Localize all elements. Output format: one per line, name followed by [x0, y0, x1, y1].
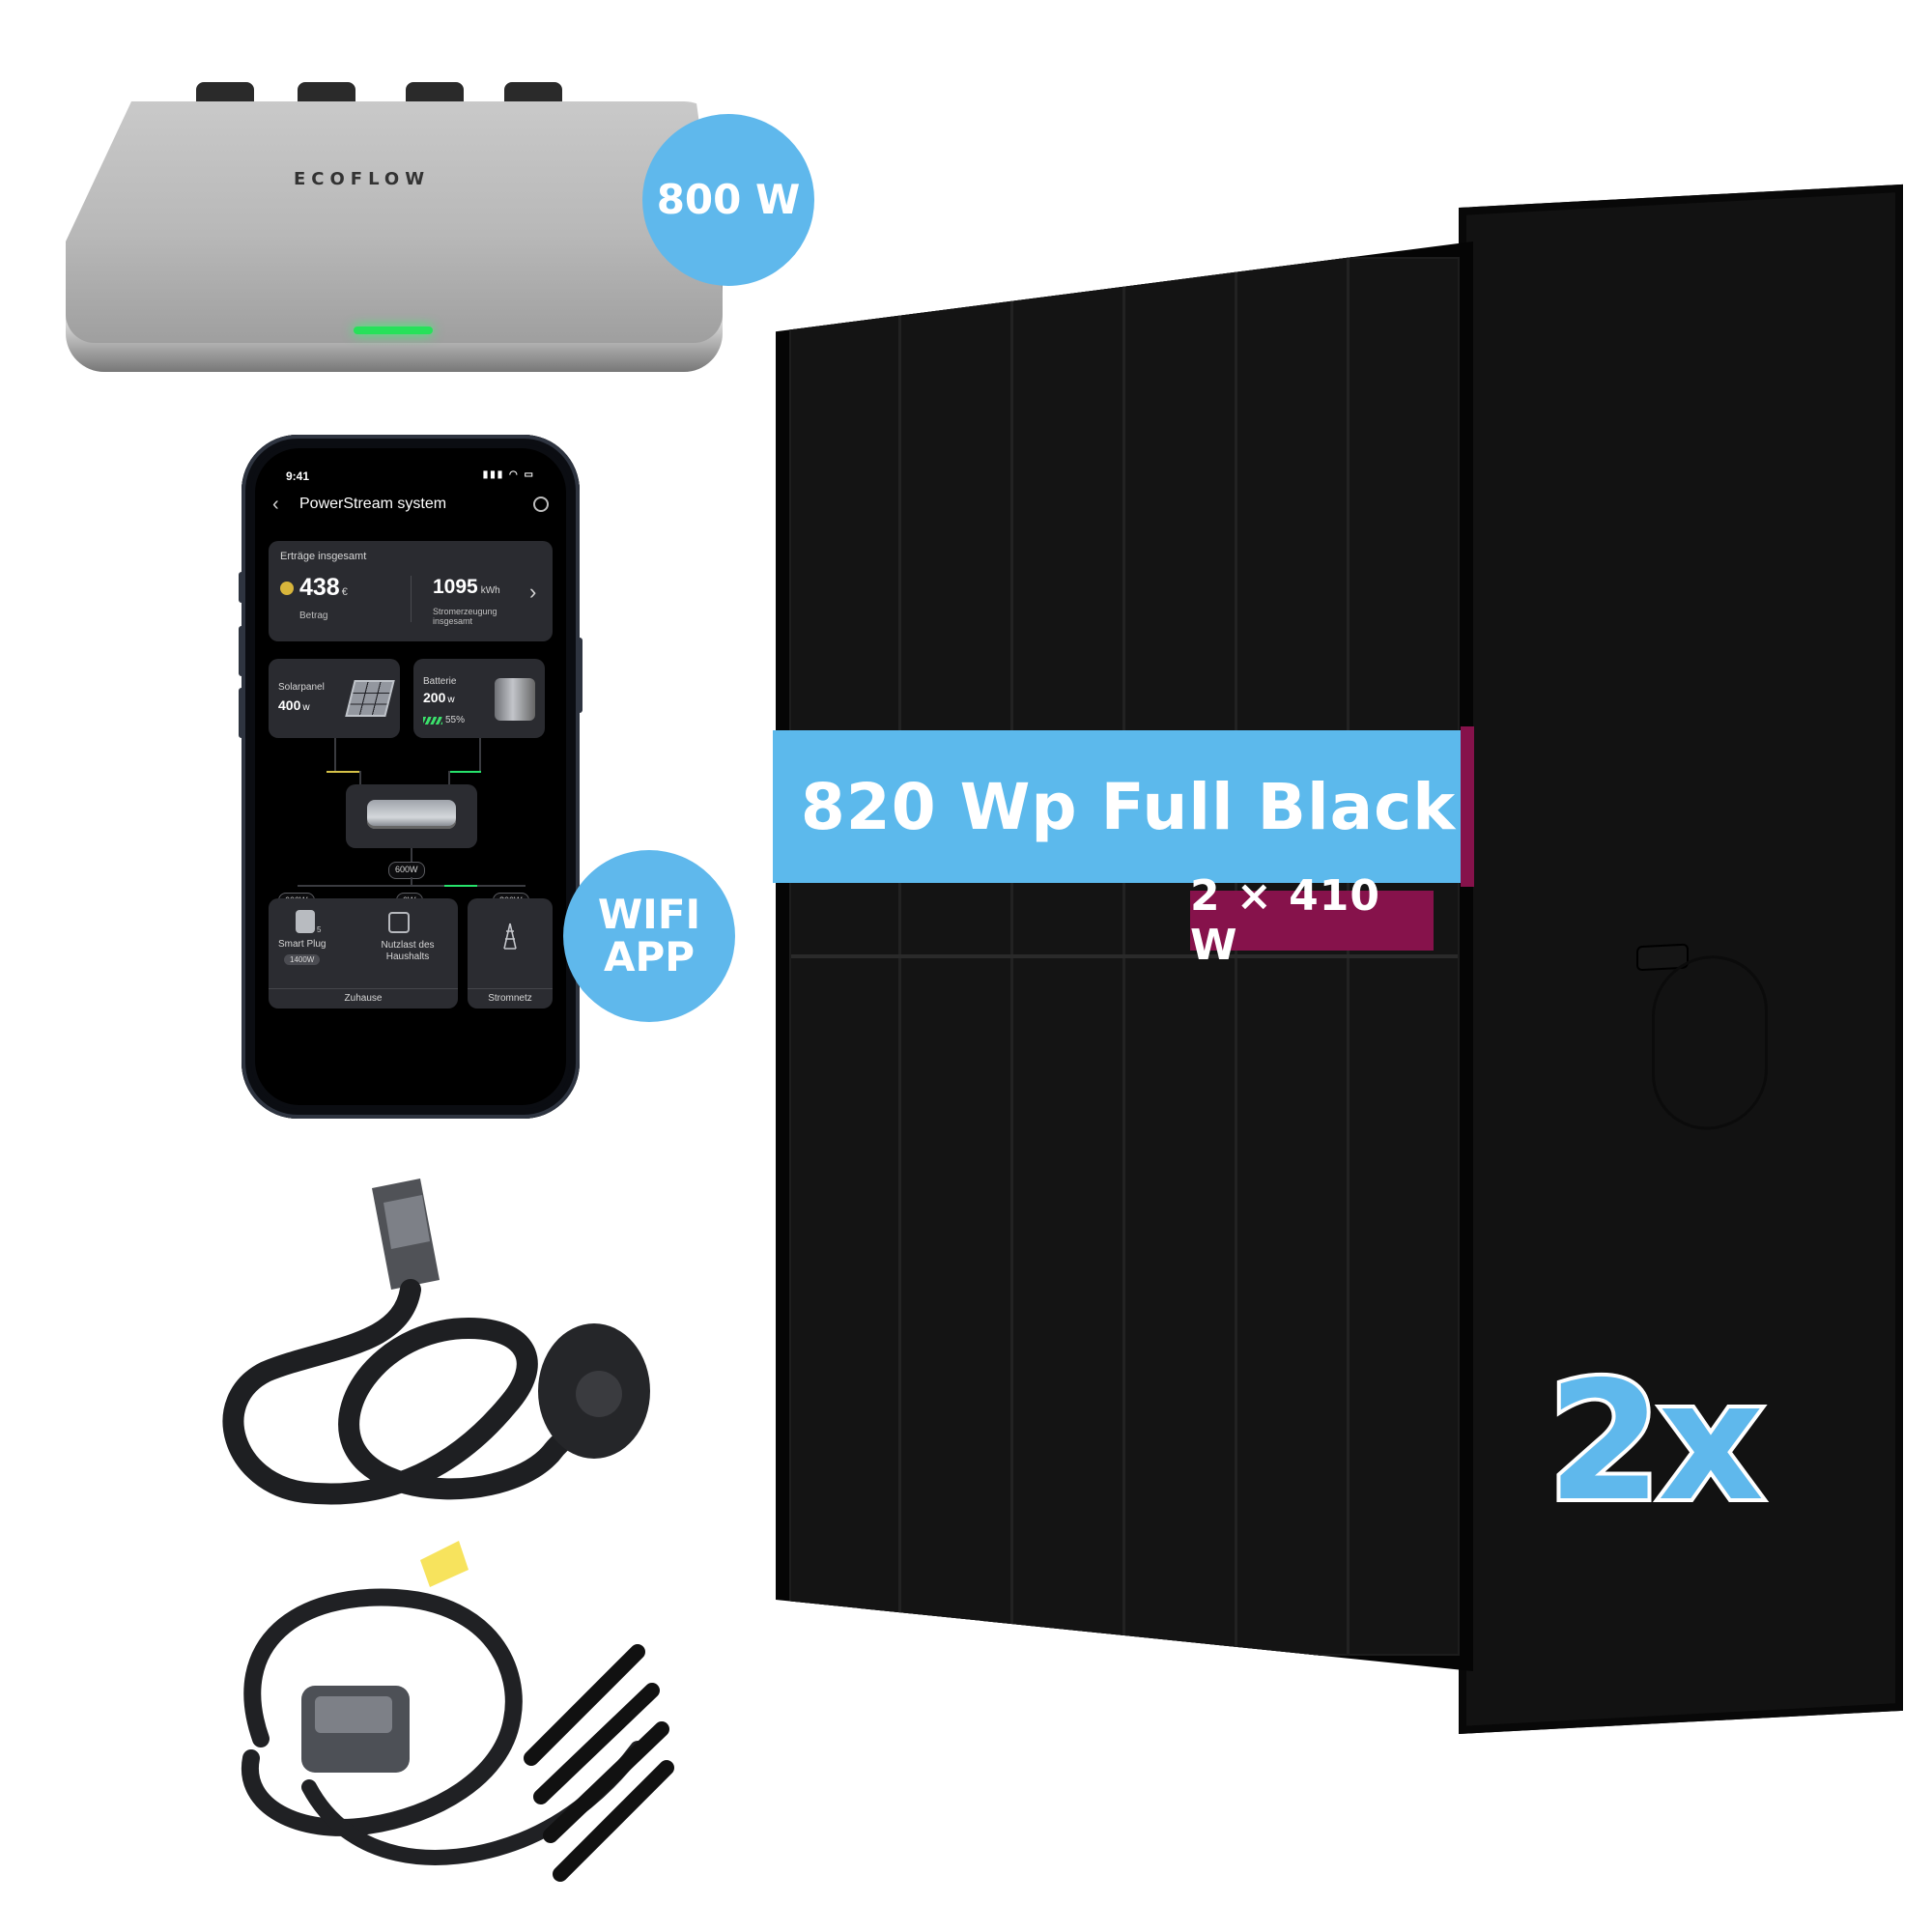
product-sub-label: 2 × 410 W — [1190, 871, 1434, 970]
earnings-amount-unit: € — [341, 586, 348, 598]
power-badge: 800 W — [642, 114, 814, 286]
app-header: ‹ PowerStream system — [272, 495, 549, 514]
chevron-right-icon[interactable]: › — [529, 580, 537, 604]
product-title-accent — [1461, 726, 1474, 887]
grid-card[interactable]: Stromnetz — [468, 898, 553, 1009]
smart-plug-icon — [296, 910, 315, 933]
flow-line-solar-down — [359, 771, 361, 784]
flow-line-battery — [479, 738, 481, 771]
mc4-connector-4 — [553, 1760, 674, 1882]
earnings-amount-value: 438 — [299, 574, 340, 601]
battery-percent: 55% — [445, 715, 466, 725]
wifi-app-badge: WIFI APP — [563, 850, 735, 1022]
flow-line-solar — [334, 738, 336, 771]
phone-volume-up-button — [239, 626, 244, 676]
production-amount: 1095 kWh — [433, 576, 500, 599]
product-title-label: 820 Wp Full Black — [773, 730, 1474, 883]
coin-icon — [280, 582, 294, 595]
phone-power-button — [577, 638, 582, 713]
household-load-icon — [388, 912, 410, 933]
solar-panel-front — [776, 242, 1473, 1671]
solar-connector-face — [315, 1696, 392, 1733]
flow-line-bus — [298, 885, 526, 887]
gear-icon[interactable] — [533, 497, 549, 512]
grid-tower-icon — [503, 923, 517, 950]
battery-value-unit: w — [447, 695, 455, 705]
inverter-card[interactable] — [346, 784, 477, 848]
earnings-title: Erträge insgesamt — [280, 551, 367, 562]
flow-line-branch — [411, 877, 412, 885]
app-screen: 9:41 ▮▮▮ ◠ ▭ ‹ PowerStream system Erträg… — [255, 448, 566, 1105]
inverter-status-led — [354, 327, 433, 334]
panel-midline — [791, 954, 1458, 958]
status-bar: 9:41 ▮▮▮ ◠ ▭ — [286, 469, 535, 483]
power-badge-text: 800 W — [656, 175, 801, 223]
earnings-card[interactable]: Erträge insgesamt 438 € Betrag 1095 kWh … — [269, 541, 553, 641]
app-title: PowerStream system — [299, 496, 447, 512]
production-value: 1095 — [433, 576, 478, 598]
ac-connector-face — [384, 1195, 430, 1249]
flow-line-inverter-down — [411, 848, 412, 862]
inverter-icon — [367, 800, 456, 829]
cable-tag — [420, 1541, 469, 1587]
quantity-label: 2x — [1544, 1347, 1768, 1538]
smart-plug-badge: 1400W — [284, 954, 321, 965]
grid-footer: Stromnetz — [468, 988, 553, 1009]
smartphone: 9:41 ▮▮▮ ◠ ▭ ‹ PowerStream system Erträg… — [239, 435, 582, 1119]
solar-panel-icon — [345, 680, 395, 717]
wifi-app-line-2: APP — [603, 933, 696, 980]
flow-line-solar-active — [327, 771, 359, 773]
status-icons: ▮▮▮ ◠ ▭ — [482, 469, 535, 480]
battery-meter: 55% — [423, 715, 465, 725]
smart-plug-count: 5 — [317, 925, 322, 934]
ac-power-cable — [222, 1179, 650, 1587]
home-footer: Zuhause — [269, 988, 458, 1009]
earnings-divider — [411, 576, 412, 622]
flow-line-battery-down — [448, 771, 450, 784]
schuko-plug-face — [576, 1371, 622, 1417]
earnings-amount: 438 € — [280, 574, 348, 602]
mc4-connector-3 — [543, 1721, 669, 1843]
back-icon[interactable]: ‹ — [272, 494, 279, 515]
wifi-app-line-1: WIFI — [597, 890, 701, 938]
ac-cable-loop — [222, 1279, 561, 1505]
battery-level-bars — [423, 716, 442, 724]
battery-icon — [495, 678, 535, 721]
earnings-amount-label: Betrag — [299, 611, 328, 621]
status-time: 9:41 — [286, 469, 310, 483]
home-card[interactable]: 5 Smart Plug 1400W Nutzlast des Haushalt… — [269, 898, 458, 1009]
smart-plug-label: Smart Plug — [278, 939, 327, 950]
solar-value-number: 400 — [278, 697, 301, 713]
inverter-top — [66, 101, 723, 343]
solar-value-unit: w — [302, 702, 310, 713]
panel-cable — [1652, 952, 1768, 1133]
mc4-connector-2 — [533, 1683, 660, 1804]
flow-line-bus-active — [444, 885, 477, 887]
solar-cable-loop — [241, 1588, 523, 1836]
production-unit: kWh — [480, 585, 500, 596]
ecoflow-inverter: ECOFLOW — [66, 72, 723, 382]
household-load-label: Nutzlast des Haushalts — [381, 940, 435, 962]
mc4-connector-1 — [524, 1644, 645, 1766]
phone-action-button — [239, 572, 244, 603]
phone-volume-down-button — [239, 688, 244, 738]
main-watt-badge: 600W — [388, 862, 425, 879]
inverter-brand-logo: ECOFLOW — [294, 169, 431, 189]
battery-value-number: 200 — [423, 690, 446, 705]
solar-label: Solarpanel — [278, 682, 325, 693]
solar-cable — [241, 1588, 674, 1882]
battery-label: Batterie — [423, 676, 457, 687]
production-label: Stromerzeugung insgesamt — [433, 607, 497, 626]
flow-line-battery-active — [448, 771, 481, 773]
